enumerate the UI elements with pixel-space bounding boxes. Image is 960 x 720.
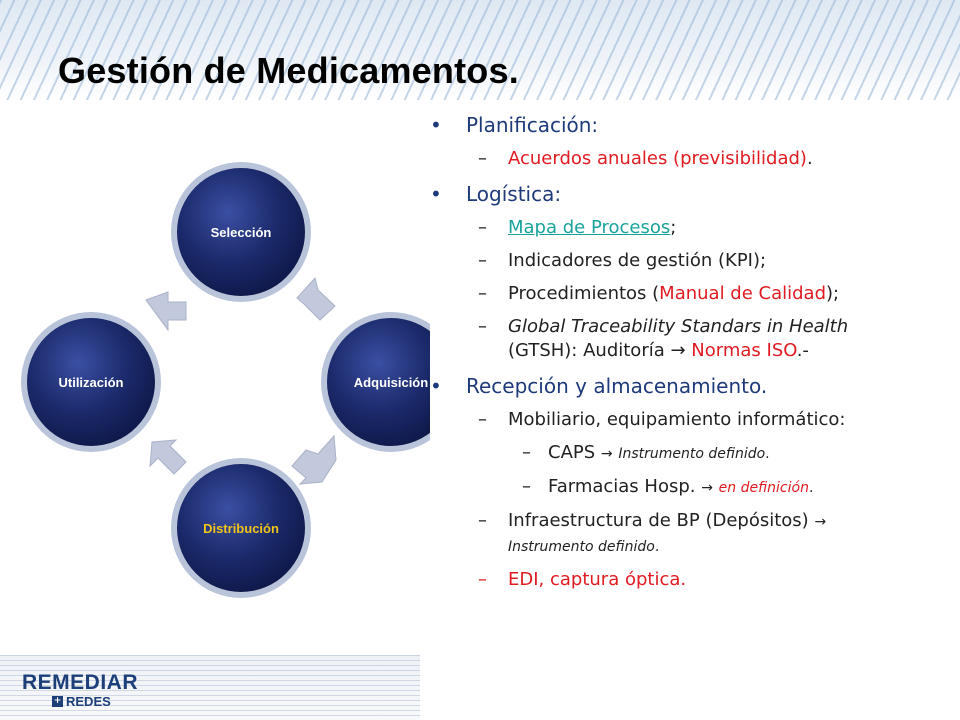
logo-plus-icon: + [52,696,63,707]
right-arrow-icon: → [701,480,713,496]
cycle-node-seleccion-label: Selección [211,225,272,240]
cycle-node-distribucion: Distribución [171,458,311,598]
dash-icon: – [478,510,487,531]
sub-item-end: . [806,148,813,169]
bullet-dot-icon: • [430,113,442,137]
right-arrow-icon: → [670,340,686,361]
sub-item-text: (GTSH): Auditoría [508,340,671,361]
sub-sub-item-note: Instrumento definido [618,446,766,462]
sub-item-end: . [654,539,660,555]
sub-item-text: Mobiliario, equipamiento informático: [508,409,846,430]
slide-title: Gestión de Medicamentos. [58,50,519,91]
sub-item: – Global Traceability Standars in Health… [430,315,955,363]
logo-sub-text: REDES [66,694,111,709]
sub-item-end: ); [826,283,840,304]
sub-item: – Infraestructura de BP (Depósitos) → In… [430,509,955,559]
cycle-arrow-3 [149,439,187,475]
dash-icon: – [478,569,487,590]
sub-item-note: Instrumento definido [508,539,655,555]
dash-icon: – [522,476,531,497]
sub-item-text: Procedimientos ( [508,283,660,304]
cycle-arrow-2 [291,434,337,485]
bullet-recepcion: • Recepción y almacenamiento. [430,373,955,399]
sub-sub-item-end: . [808,480,814,496]
cycle-node-seleccion: Selección [171,162,311,302]
sub-item: – Acuerdos anuales (previsibilidad). [430,147,955,171]
mapa-de-procesos-link[interactable]: Mapa de Procesos [508,217,671,238]
bullet-list: • Planificación: – Acuerdos anuales (pre… [430,112,955,592]
sub-item-text: Acuerdos anuales (previsibilidad) [508,148,807,169]
process-cycle-diagram: Selección Adquisición Distribución Utili… [21,162,430,598]
cycle-node-utilizacion-label: Utilización [58,375,123,390]
sub-item-highlight: Manual de Calidad [659,283,827,304]
sub-sub-item-text: CAPS [548,442,601,463]
sub-item: – Procedimientos (Manual de Calidad); [430,282,955,306]
remediar-logo: REMEDIAR + REDES [22,671,139,710]
cycle-node-adquisicion-label: Adquisición [354,375,428,390]
sub-item-italic: Global Traceability Standars in Health [508,316,849,337]
dash-icon: – [478,283,487,304]
logo-sub: + REDES [52,694,138,709]
bullet-logistica: • Logística: [430,181,955,207]
sub-sub-item-end: . [765,446,770,462]
right-arrow-icon: → [814,514,827,530]
cycle-arrow-1 [296,276,336,321]
sub-sub-item-text: Farmacias Hosp. [548,476,702,497]
dash-icon: – [478,409,487,430]
sub-sub-item: – Farmacias Hosp. → en definición. [430,475,955,500]
bullet-dot-icon: • [430,374,442,398]
bullet-label: Recepción y almacenamiento. [466,374,768,398]
sub-item-highlight: Normas ISO [691,340,797,361]
dash-icon: – [478,217,487,238]
logo-main-text: REMEDIAR [22,671,139,694]
bullet-dot-icon: • [430,182,442,206]
sub-sub-item-note: en definición [718,480,809,496]
cycle-node-distribucion-label: Distribución [203,521,279,536]
sub-item: – EDI, captura óptica. [430,568,955,592]
footer-band [0,655,420,720]
cycle-node-adquisicion: Adquisición [321,312,430,452]
dash-icon: – [478,250,487,271]
header-background [0,0,960,100]
right-arrow-icon: → [600,446,613,462]
cycle-node-utilizacion: Utilización [21,312,161,452]
cycle-arrow-4 [145,291,187,332]
sub-item-end: .- [796,340,809,361]
sub-sub-item: – CAPS → Instrumento definido. [430,441,955,466]
sub-item-text: Infraestructura de BP (Depósitos) [508,510,815,531]
sub-item: – Mobiliario, equipamiento informático: [430,408,955,432]
bullet-label: Planificación: [466,113,599,137]
bullet-label: Logística: [466,182,562,206]
sub-item: – Indicadores de gestión (KPI); [430,249,955,273]
sub-item-text: EDI, captura óptica. [508,569,687,590]
sub-item-text: Indicadores de gestión (KPI); [508,250,767,271]
bullet-planificacion: • Planificación: [430,112,955,138]
dash-icon: – [478,316,487,337]
sub-item-end: ; [670,217,677,238]
sub-item: – Mapa de Procesos; [430,216,955,240]
dash-icon: – [478,148,487,169]
dash-icon: – [522,442,531,463]
